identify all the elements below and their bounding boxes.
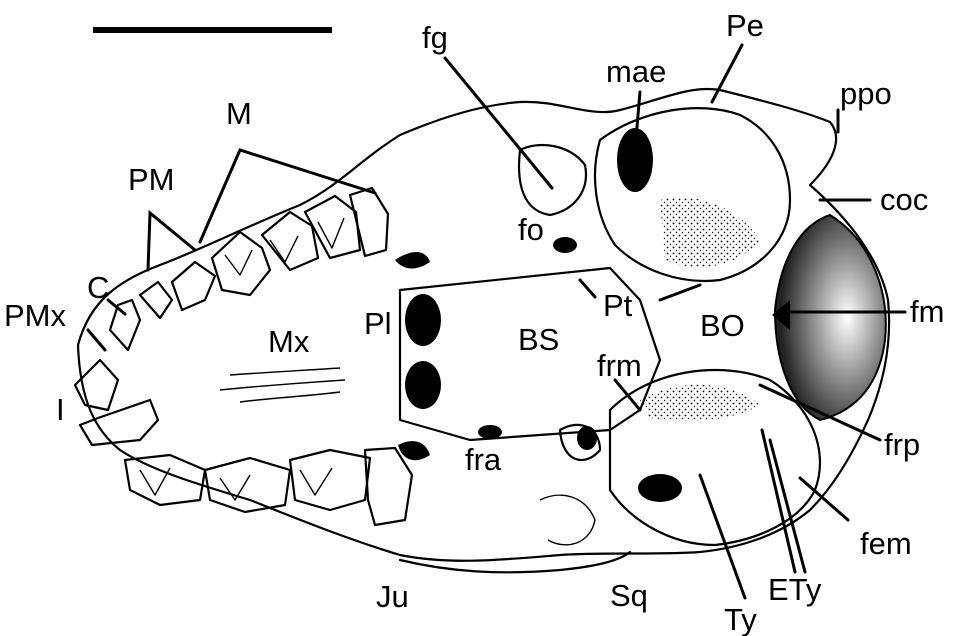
label-BS: BS — [518, 322, 559, 357]
leader-fg — [445, 58, 552, 188]
label-fm: fm — [910, 294, 944, 329]
label-Pt: Pt — [603, 288, 633, 323]
label-ppo: ppo — [840, 76, 892, 111]
leader-frm — [615, 380, 640, 410]
label-fo: fo — [518, 212, 544, 247]
palatine-fossa-lower — [405, 361, 441, 409]
label-frm: frm — [597, 348, 642, 383]
label-mae: mae — [606, 54, 666, 89]
leader-Ty — [700, 475, 745, 598]
label-frp: frp — [884, 427, 920, 462]
label-Pl: Pl — [364, 306, 392, 341]
lower-otic-region — [398, 370, 820, 545]
label-Mx: Mx — [268, 324, 310, 359]
label-M: M — [226, 96, 252, 131]
label-C: C — [87, 270, 109, 305]
fo-opening — [553, 237, 577, 253]
label-Ty: Ty — [724, 602, 757, 636]
occipital-region — [772, 215, 886, 420]
label-Ju: Ju — [376, 579, 409, 614]
leader-BO — [660, 285, 700, 300]
ear-foramen — [577, 426, 597, 450]
leader-PMx — [88, 330, 105, 350]
label-PM: PM — [128, 162, 175, 197]
label-ETy: ETy — [768, 572, 822, 607]
label-coc: coc — [880, 182, 928, 217]
leader-ETy-2 — [770, 440, 805, 572]
leader-Pt — [580, 280, 595, 297]
label-I: I — [56, 392, 65, 427]
label-BO: BO — [700, 308, 745, 343]
label-Sq: Sq — [610, 578, 648, 613]
upper-otic-region — [395, 108, 790, 281]
palatine-fossa-upper — [405, 294, 441, 346]
tympanic-opening — [638, 474, 682, 502]
leader-fem — [800, 478, 848, 520]
label-fra: fra — [465, 442, 502, 477]
leader-ETy — [762, 430, 795, 572]
label-fem: fem — [860, 526, 912, 561]
lower-tooth-row — [75, 360, 412, 525]
leader-M — [200, 150, 375, 242]
fra-opening — [478, 425, 502, 439]
skull-outline — [78, 89, 889, 561]
label-PMx: PMx — [4, 298, 67, 333]
label-fg: fg — [422, 20, 448, 55]
label-Pe: Pe — [726, 8, 764, 43]
